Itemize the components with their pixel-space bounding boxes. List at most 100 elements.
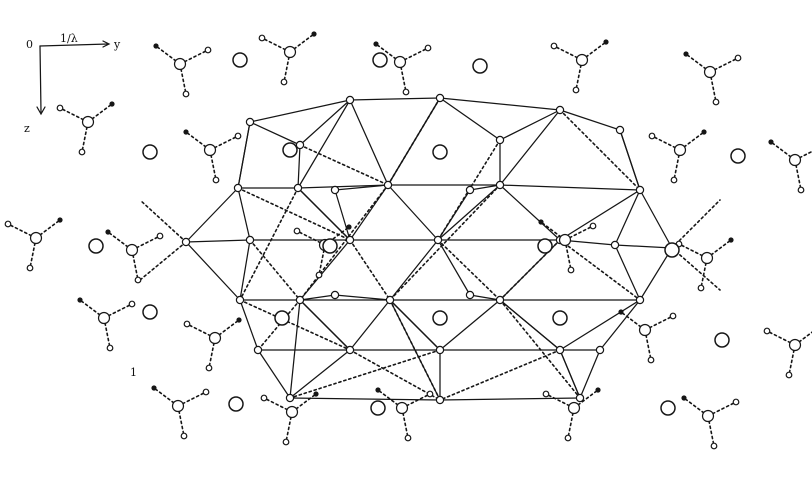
framework-atom [295,295,305,305]
framework-atom [495,295,505,305]
oxygen-atom [153,43,159,49]
axis-x-arrow-icon [36,106,46,116]
central-atom [283,45,297,59]
dotted-bond [239,299,351,351]
polyhedron-edge [437,239,471,296]
central-atom [393,55,407,69]
polyhedron-edge [499,109,561,141]
framework-atom [635,295,645,305]
polyhedron-edge [499,184,641,191]
central-atom [638,323,652,337]
dotted-bond [559,239,641,301]
polyhedron-edge [439,97,501,141]
polyhedron-edge [289,349,351,399]
oxygen-atom [681,395,687,401]
framework-atom [435,345,445,355]
oxygen-atom [346,224,352,230]
framework-atom [295,140,305,150]
polyhedron-edge [257,349,291,399]
oxygen-atom [589,222,597,230]
oxygen-atom [734,54,742,62]
cation-ring [228,396,244,412]
polyhedron-edge [299,299,351,351]
oxygen-atom [183,320,191,328]
axis-y-arrow-icon [102,40,111,48]
oxygen-atom [311,31,317,37]
oxygen-atom [134,276,142,284]
central-atom [701,409,715,423]
oxygen-atom [710,442,718,450]
oxygen-atom [205,364,213,372]
oxygen-atom [648,132,656,140]
oxygen-atom [542,390,550,398]
cation-ring [714,332,730,348]
dotted-bond [139,199,187,243]
oxygen-atom [564,434,572,442]
dotted-bond [349,349,441,401]
central-atom [788,153,802,167]
axis-x-line [39,45,42,113]
framework-atom [330,290,340,300]
axis-y-label: y [113,38,121,51]
dotted-bond [299,144,389,186]
polyhedron-edge [559,299,641,351]
dotted-bond [499,239,561,301]
framework-atom [495,135,505,145]
polyhedron-edge [334,184,389,191]
central-atom [673,143,687,157]
framework-atom [435,395,445,405]
framework-atom [555,345,565,355]
cation-ring [274,310,290,326]
oxygen-atom [424,44,432,52]
polyhedron-edge [559,109,621,131]
cation-ring [372,52,388,68]
polyhedron-edge [614,189,641,246]
framework-atom [595,345,605,355]
polyhedron-edge [469,294,501,301]
oxygen-atom [77,297,83,303]
cation-ring [88,238,104,254]
polyhedron-edge [349,97,441,101]
dotted-bond [349,239,391,301]
oxygen-atom [683,51,689,57]
cation-ring [472,58,488,74]
oxygen-atom [550,42,558,50]
central-atom [567,401,581,415]
cation-ring [730,148,746,164]
polyhedron-edge [559,349,581,399]
dotted-bond [239,187,299,301]
polyhedron-edge [579,349,601,399]
central-atom [171,399,185,413]
polyhedron-edge [599,299,641,351]
oxygen-atom [618,309,624,315]
cation-ring [370,400,386,416]
cation-ring [142,304,158,320]
cation-ring [664,242,680,258]
framework-atom [233,183,243,193]
oxygen-atom [763,327,771,335]
polyhedron-edge [614,244,641,301]
polyhedron-edge [297,99,351,189]
polyhedron-edge [334,294,391,301]
framework-atom [610,240,620,250]
polyhedron-edge [639,247,673,301]
oxygen-atom [202,388,210,396]
polyhedron-edge [439,97,561,111]
cation-ring [537,238,553,254]
oxygen-atom [373,41,379,47]
central-atom [81,115,95,129]
axis-indicator: 0 1/λ y z [24,32,121,135]
polyhedron-edge [185,241,241,301]
oxygen-atom [697,284,705,292]
framework-atom [330,185,340,195]
framework-atom [245,117,255,127]
dotted-bond [389,299,441,401]
central-atom [558,233,572,247]
dotted-bond [139,241,187,281]
polyhedron-edge [559,189,641,241]
oxygen-atom [4,220,12,228]
cation-ring [432,144,448,160]
central-atom [285,405,299,419]
polyhedron-edge [349,99,389,186]
